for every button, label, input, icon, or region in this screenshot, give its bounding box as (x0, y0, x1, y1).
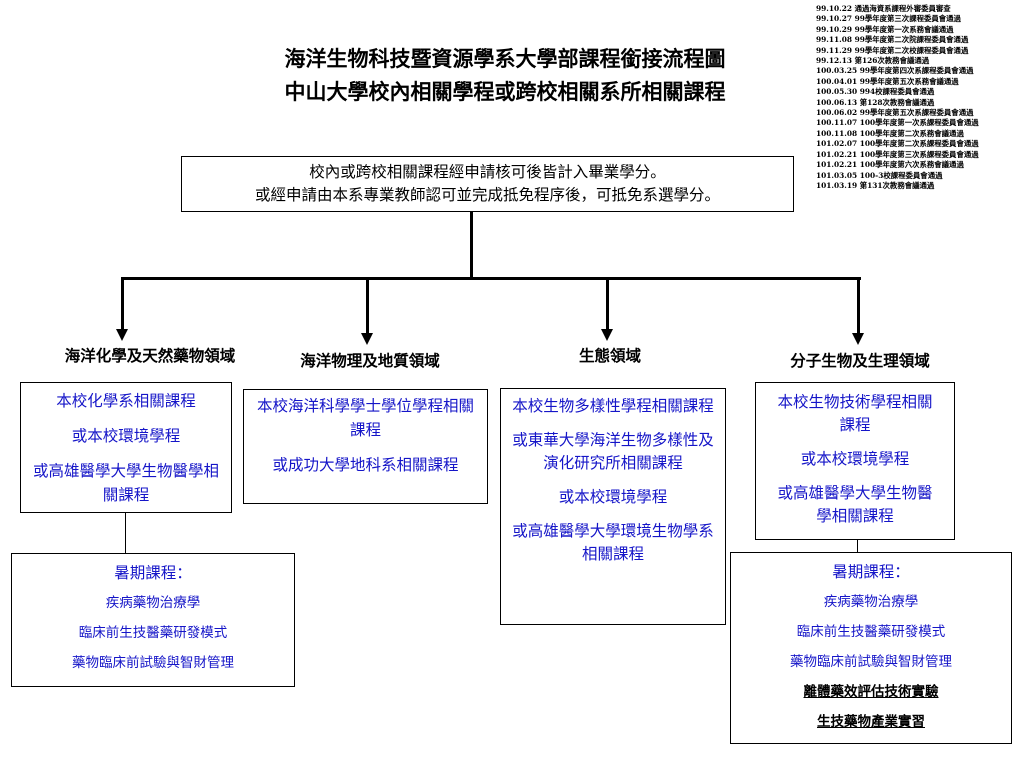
summer-box-left: 暑期課程： 疾病藥物治療學 臨床前生技醫藥研發模式 藥物臨床前試驗與智財管理 (11, 553, 295, 687)
summer-item: 疾病藥物治療學 (105, 595, 201, 611)
history-entry: 100.11.07 100學年度第一次系課程委員會通過 (816, 118, 979, 128)
connector-eco (606, 277, 609, 330)
summer-item: 藥物臨床前試驗與智財管理 (790, 654, 952, 670)
course-item: 或東華大學海洋生物多樣性及演化研究所相關課程 (512, 431, 714, 472)
intro-line-1: 校內或跨校相關課程經申請核可後皆計入畢業學分。 (309, 163, 666, 181)
course-item: 本校生物技術學程相關課程 (777, 393, 933, 434)
course-item: 本校化學系相關課程 (56, 392, 196, 410)
course-item: 或成功大學地科系相關課程 (272, 456, 459, 474)
history-entry: 100.06.02 99學年度第五次系課程委員會通過 (816, 108, 974, 118)
course-box-chem: 本校化學系相關課程 或本校環境學程 或高雄醫學大學生物醫學相關課程 (20, 382, 232, 513)
history-entry: 99.11.29 99學年度第二次校課程委員會通過 (816, 45, 969, 55)
summer-item: 臨床前生技醫藥研發模式 (796, 624, 946, 640)
title-line-2: 中山大學校內相關學程或跨校相關系所相關課程 (284, 79, 726, 104)
course-item: 或高雄醫學大學環境生物學系相關課程 (512, 522, 714, 563)
course-item: 本校生物多樣性學程相關課程 (512, 397, 714, 415)
history-entry: 99.10.27 99學年度第三次課程委員會通過 (816, 14, 961, 24)
history-entry: 100.03.25 99學年度第四次系課程委員會通過 (816, 66, 974, 76)
approval-history: 99.10.22 通過海資系課程外審委員審查 99.10.27 99學年度第三次… (816, 4, 1022, 191)
summer-item-highlight: 生技藥物產業實習 (817, 714, 925, 730)
course-item: 或本校環境學程 (71, 427, 181, 445)
course-item: 或高雄醫學大學生物醫學相關課程 (32, 462, 219, 504)
connector-phys (366, 277, 369, 334)
history-entry: 99.11.08 99學年度第二次院課程委員會通過 (816, 35, 969, 45)
summer-item: 藥物臨床前試驗與智財管理 (72, 655, 234, 671)
summer-item: 臨床前生技醫藥研發模式 (78, 625, 228, 641)
summer-connector-left (125, 513, 126, 553)
course-box-mol: 本校生物技術學程相關課程 或本校環境學程 或高雄醫學大學生物醫學相關課程 (755, 382, 955, 540)
history-entry: 100.11.08 100學年度第二次系務會議通過 (816, 128, 964, 138)
connector-chem (121, 277, 124, 330)
course-box-eco: 本校生物多樣性學程相關課程 或東華大學海洋生物多樣性及演化研究所相關課程 或本校… (500, 388, 726, 625)
course-item: 或高雄醫學大學生物醫學相關課程 (777, 484, 933, 525)
page-title: 海洋生物科技暨資源學系大學部課程銜接流程圖 中山大學校內相關學程或跨校相關系所相… (200, 42, 810, 108)
arrow-chem-icon (116, 329, 128, 341)
history-entry: 101.03.05 100-3校課程委員會通過 (816, 170, 943, 180)
domain-chem-label: 海洋化學及天然藥物領域 (64, 346, 236, 365)
course-item: 或本校環境學程 (558, 488, 668, 506)
summer-connector-right (857, 540, 858, 552)
course-box-phys: 本校海洋科學學士學位學程相關課程 或成功大學地科系相關課程 (243, 389, 488, 504)
arrow-phys-icon (361, 333, 373, 345)
summer-item: 疾病藥物治療學 (823, 594, 919, 610)
domain-mol-label: 分子生物及生理領域 (790, 351, 930, 370)
history-entry: 100.04.01 99學年度第五次系務會議通過 (816, 76, 959, 86)
domain-eco-label: 生態領域 (578, 346, 641, 365)
course-item: 本校海洋科學學士學位學程相關課程 (256, 397, 474, 439)
domain-phys-label: 海洋物理及地質領域 (300, 351, 440, 370)
intro-box: 校內或跨校相關課程經申請核可後皆計入畢業學分。 或經申請由本系專業教師認可並完成… (181, 156, 794, 212)
course-item: 或本校環境學程 (800, 450, 910, 468)
history-entry: 101.02.21 100學年度第三次系課程委員會通過 (816, 149, 979, 159)
summer-item-highlight: 離體藥效評估技術實驗 (803, 684, 939, 700)
summer-box-right: 暑期課程： 疾病藥物治療學 臨床前生技醫藥研發模式 藥物臨床前試驗與智財管理 離… (730, 552, 1012, 744)
branch-line (121, 277, 861, 280)
history-entry: 100.05.30 994校課程委員會通過 (816, 87, 935, 97)
arrow-eco-icon (601, 329, 613, 341)
summer-heading: 暑期課程： (114, 564, 192, 582)
history-entry: 99.10.22 通過海資系課程外審委員審查 (816, 4, 951, 13)
arrow-mol-icon (852, 333, 864, 345)
connector-mol (857, 277, 860, 334)
title-line-1: 海洋生物科技暨資源學系大學部課程銜接流程圖 (284, 46, 726, 71)
trunk-line (470, 212, 473, 278)
history-entry: 101.02.07 100學年度第二次系課程委員會通過 (816, 139, 979, 149)
summer-heading: 暑期課程： (832, 563, 910, 581)
history-entry: 101.02.21 100學年度第六次系務會議通過 (816, 160, 964, 170)
history-entry: 99.10.29 99學年度第一次系務會議通過 (816, 24, 954, 34)
history-entry: 100.06.13 第128次教務會議通過 (816, 97, 935, 107)
history-entry: 99.12.13 第126次教務會議通過 (816, 56, 930, 66)
history-entry: 101.03.19 第131次教務會議通過 (816, 180, 935, 190)
intro-line-2: 或經申請由本系專業教師認可並完成抵免程序後，可抵免系選學分。 (254, 186, 720, 204)
